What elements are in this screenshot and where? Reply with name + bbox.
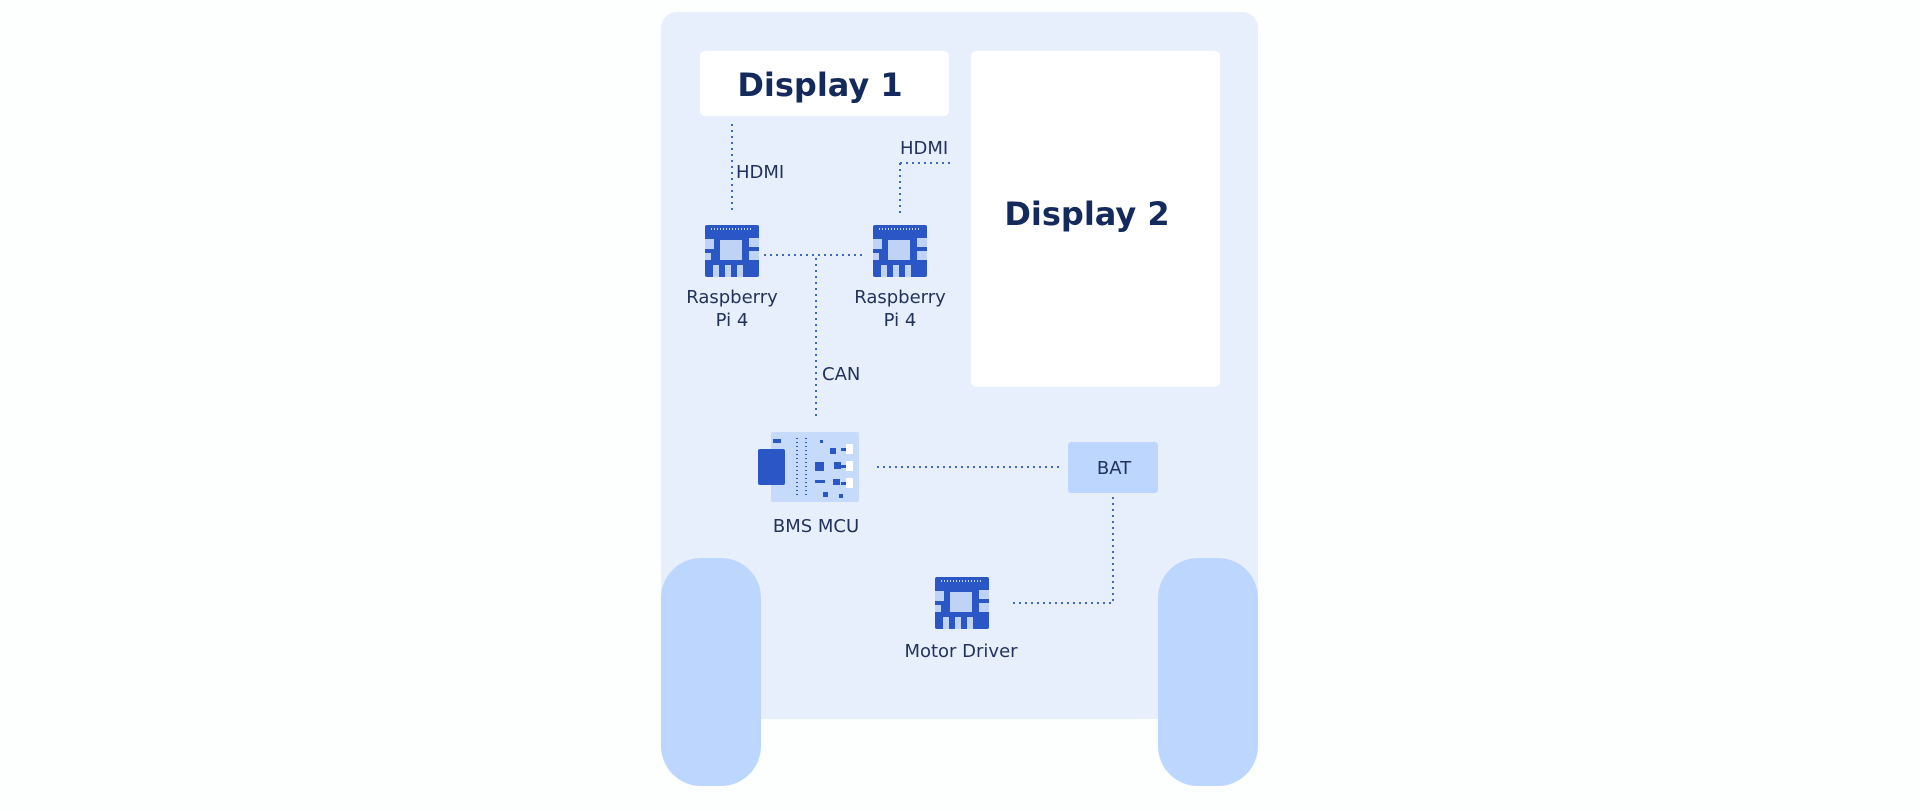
display-2-label: Display 2	[1004, 195, 1169, 233]
hdmi-label-right: HDMI	[900, 138, 948, 159]
bms-mcu-label: BMS MCU	[773, 516, 859, 537]
battery-label: BAT	[1097, 458, 1132, 479]
raspberry-pi-left-label-line2: Pi 4	[716, 310, 749, 331]
motor-driver: Motor Driver	[904, 576, 1018, 662]
motor-driver-icon	[934, 576, 990, 630]
raspberry-pi-right-label-line1: Raspberry	[854, 287, 946, 308]
wheel-left	[661, 558, 761, 786]
hdmi-label-left: HDMI	[736, 162, 784, 183]
raspberry-pi-icon	[704, 224, 760, 278]
bms-board-icon	[758, 432, 859, 502]
bms-mcu: BMS MCU	[758, 432, 859, 537]
connections	[731, 124, 1114, 604]
raspberry-pi-left-label-line1: Raspberry	[686, 287, 778, 308]
can-label: CAN	[822, 364, 860, 385]
raspberry-pi-icon	[872, 224, 928, 278]
raspberry-pi-left: Raspberry Pi 4	[686, 224, 778, 331]
battery-to-motor-link	[1011, 497, 1114, 604]
display-1: Display 1	[700, 51, 949, 116]
battery: BAT	[1068, 442, 1158, 493]
motor-driver-label: Motor Driver	[904, 641, 1018, 662]
display-2: Display 2	[971, 51, 1220, 387]
wheel-right	[1158, 558, 1258, 786]
raspberry-pi-right-label-line2: Pi 4	[884, 310, 917, 331]
raspberry-pi-right: Raspberry Pi 4	[854, 224, 946, 331]
display-1-label: Display 1	[737, 66, 902, 104]
